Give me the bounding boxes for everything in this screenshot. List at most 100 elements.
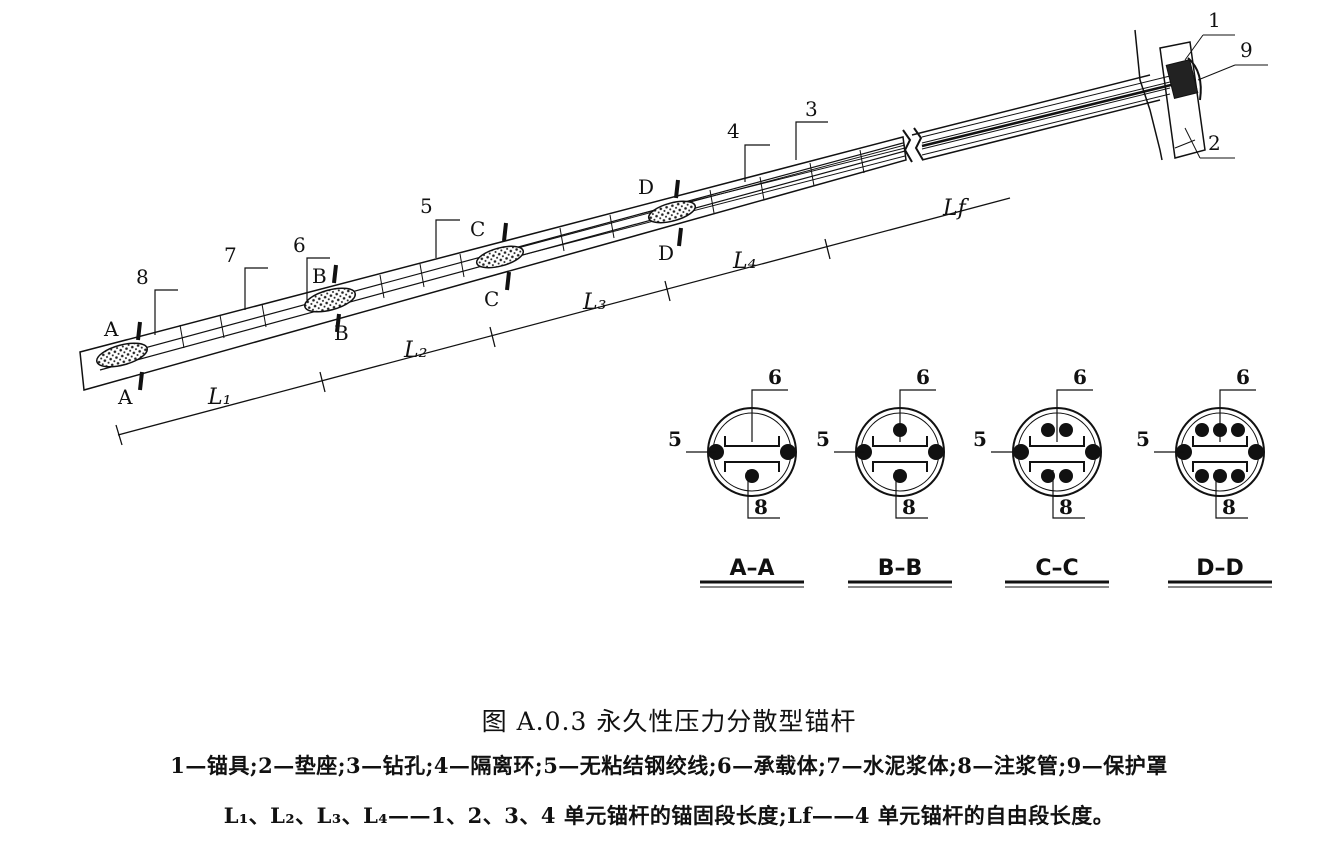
section-letter-C-bottom: C (484, 287, 499, 311)
section-label-8: 8 (1059, 495, 1073, 519)
section-letter-D-top: D (638, 175, 654, 199)
bearing-body-2 (304, 287, 356, 313)
callout-5: 5 (420, 194, 433, 218)
leader-8 (1215, 470, 1248, 519)
strand (1231, 469, 1245, 483)
dimension-labels: L₁ L₂ L₃ L₄ Lf (207, 196, 970, 410)
section-label-8: 8 (754, 495, 768, 519)
strand (1041, 469, 1055, 483)
section-title: A–A (729, 556, 774, 581)
strand (928, 444, 944, 460)
spacer-ring (609, 214, 615, 239)
strand (1213, 469, 1227, 483)
section-label-8: 8 (902, 495, 916, 519)
bearing-plate-bottom (1192, 461, 1248, 472)
strand (1195, 469, 1209, 483)
leader-8 (1052, 470, 1085, 519)
section-label-5: 5 (816, 427, 830, 451)
dim-tick (664, 280, 671, 302)
callout-numbers: 1 9 2 3 4 5 6 7 8 (136, 8, 1253, 289)
tendon-line (921, 75, 1171, 138)
section-letter-C-top: C (470, 217, 485, 241)
borehole-outline-lower (921, 99, 1161, 161)
leader-2 (1184, 127, 1201, 159)
spacer-ring (179, 324, 185, 349)
callout-2: 2 (1208, 131, 1221, 155)
cut-A-top (136, 321, 142, 341)
section-letter-A-top: A (103, 317, 119, 341)
break-mark (902, 127, 924, 163)
dim-label-L2: L₂ (403, 338, 427, 363)
dim-tick (319, 371, 326, 393)
borehole-fixed-zone (79, 136, 907, 391)
bearing-body-1 (96, 342, 148, 368)
strand (1248, 444, 1264, 460)
leader-5 (435, 219, 460, 258)
strand (1085, 444, 1101, 460)
section-letter-B-top: B (312, 264, 327, 288)
wall-face (1134, 29, 1163, 161)
section-cut-marks (136, 179, 683, 391)
cut-B-bottom (335, 313, 341, 333)
section-label-8: 8 (1222, 495, 1236, 519)
leader-8 (895, 470, 928, 519)
bearing-plate-top (1029, 436, 1085, 447)
leader-8 (747, 470, 780, 519)
bearing-body-3 (475, 245, 525, 269)
spacer-ring (809, 162, 815, 187)
callout-7: 7 (224, 243, 237, 267)
dim-tick (489, 326, 496, 348)
spacer-ring (261, 303, 267, 328)
dim-tick (824, 238, 831, 260)
dim-label-L4: L₄ (732, 249, 756, 274)
callout-8: 8 (136, 265, 149, 289)
tendon-line (921, 81, 1171, 144)
section-label-6: 6 (1236, 365, 1250, 389)
bearing-bodies (96, 200, 697, 368)
strand (780, 444, 796, 460)
section-title: D–D (1196, 556, 1244, 581)
leader-7 (244, 267, 268, 310)
dim-label-Lf: Lf (942, 196, 970, 221)
section-label-5: 5 (973, 427, 987, 451)
dim-label-L1: L₁ (207, 385, 231, 410)
tendon-line (479, 144, 906, 259)
spacer-ring (379, 274, 385, 299)
figure-title: 图 A.0.3 永久性压力分散型锚杆 (481, 707, 857, 736)
leader-6 (1056, 389, 1093, 442)
cut-B-top (332, 264, 338, 284)
spacer-ring (559, 227, 565, 252)
tendon-line (921, 87, 1171, 150)
strand (1195, 423, 1209, 437)
section-label-5: 5 (1136, 427, 1150, 451)
leader-3 (795, 121, 828, 160)
strand (893, 469, 907, 483)
section-letter-D-bottom: D (658, 241, 674, 265)
section-label-6: 6 (916, 365, 930, 389)
callout-9: 9 (1240, 38, 1253, 62)
anchor-body (79, 74, 1176, 391)
leader-6 (1219, 389, 1256, 442)
bearing-plate-top (872, 436, 928, 447)
anchor-head (1134, 29, 1268, 161)
tendon-line (921, 93, 1171, 156)
dim-label-L3: L₃ (582, 290, 606, 315)
cut-D-bottom (677, 227, 683, 247)
bearing-plate-top (1192, 436, 1248, 447)
pad-tick (1174, 139, 1196, 149)
section-letter-A-bottom: A (117, 385, 133, 409)
leader-6 (899, 389, 936, 442)
cut-D-top (674, 179, 680, 199)
bearing-plate-bottom (724, 461, 780, 472)
bearing-plate-bottom (872, 461, 928, 472)
spacer-ring (459, 253, 465, 278)
cut-C-top (502, 222, 508, 242)
section-letter-B-bottom: B (334, 321, 349, 345)
strand (1041, 423, 1055, 437)
legend-line-1: 1—锚具;2—垫座;3—钻孔;4—隔离环;5—无粘结钢绞线;6—承载体;7—水泥… (170, 753, 1168, 778)
anchorage (1165, 58, 1199, 100)
